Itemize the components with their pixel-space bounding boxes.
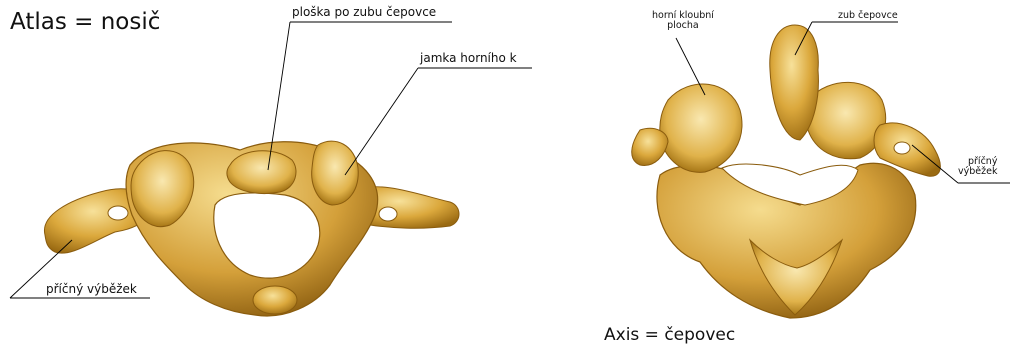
axis-vertebra-illustration: [632, 25, 941, 318]
axis-title: Axis = čepovec: [604, 326, 735, 345]
label-superior-articular-surface-line2: plocha: [652, 21, 714, 31]
label-superior-articular-fossa: jamka horního k: [420, 52, 517, 65]
label-facet-for-dens: ploška po zubu čepovce: [292, 6, 436, 19]
label-axis-transverse-process: příčný výběžek: [958, 157, 997, 178]
label-atlas-transverse-process: příčný výběžek: [46, 283, 137, 296]
label-dens: zub čepovce: [838, 11, 898, 21]
label-axis-transverse-process-line2: výběžek: [958, 167, 997, 177]
label-superior-articular-surface: horní kloubní plocha: [652, 11, 714, 32]
atlas-title: Atlas = nosič: [10, 10, 160, 35]
